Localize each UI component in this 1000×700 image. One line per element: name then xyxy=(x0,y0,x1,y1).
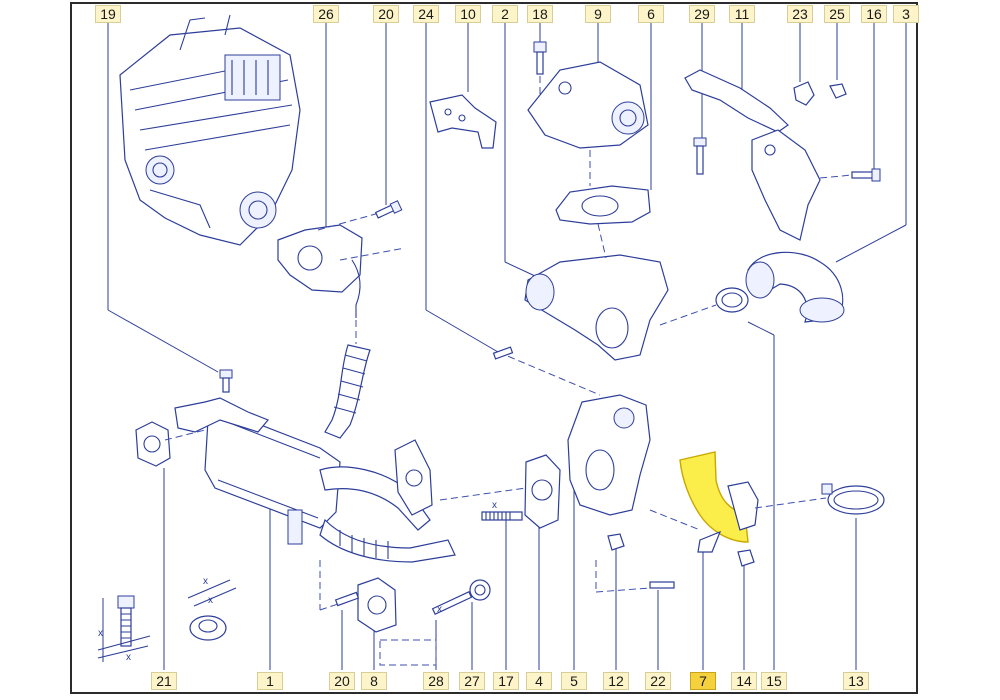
part-13-clamp xyxy=(821,483,885,515)
callout-24: 24 xyxy=(413,5,439,23)
callout-4: 4 xyxy=(526,672,552,690)
callout-8: 8 xyxy=(361,672,387,690)
part-23-clip xyxy=(793,81,815,106)
callout-7-highlighted: 7 xyxy=(690,672,716,690)
part-7-hose-highlighted xyxy=(679,451,827,553)
part-27-nut xyxy=(469,579,491,601)
x-mark: x xyxy=(492,500,497,511)
engine-assembly xyxy=(119,14,301,246)
callout-3: 3 xyxy=(893,5,919,23)
part-4-gasket xyxy=(439,454,561,529)
part-17-stud xyxy=(481,511,523,521)
x-mark: x xyxy=(98,628,103,639)
top-leader-lines xyxy=(107,20,907,373)
part-14-nut xyxy=(737,549,755,567)
part-18-bolt xyxy=(533,41,547,115)
callout-23: 23 xyxy=(787,5,813,23)
part-26-throttle xyxy=(277,209,406,318)
part-11-bracket xyxy=(684,69,821,241)
part-10-bracket xyxy=(429,94,497,149)
callout-1: 1 xyxy=(257,672,283,690)
x-mark: x xyxy=(203,576,208,587)
callout-21: 21 xyxy=(151,672,177,690)
callout-5: 5 xyxy=(561,672,587,690)
part-1-egr-cooler xyxy=(174,397,456,563)
part-16-bolt xyxy=(819,168,881,182)
part-28-stud xyxy=(379,591,473,666)
callout-20: 20 xyxy=(373,5,399,23)
callout-2: 2 xyxy=(492,5,518,23)
part-6-gasket xyxy=(555,185,651,225)
callout-19: 19 xyxy=(95,5,121,23)
callout-25: 25 xyxy=(824,5,850,23)
part-15-clamp xyxy=(659,287,749,326)
callout-10: 10 xyxy=(455,5,481,23)
callout-16: 16 xyxy=(861,5,887,23)
callout-17: 17 xyxy=(493,672,519,690)
part-19-bolt xyxy=(219,369,233,393)
callout-6: 6 xyxy=(638,5,664,23)
callout-22: 22 xyxy=(645,672,671,690)
callout-11: 11 xyxy=(729,5,755,23)
part-24-bolt xyxy=(492,346,514,360)
part-22-bolt xyxy=(595,560,675,593)
callout-26: 26 xyxy=(313,5,339,23)
bottom-leader-lines xyxy=(163,321,857,670)
callout-20: 20 xyxy=(329,672,355,690)
part-flange xyxy=(394,439,433,516)
part-8-gasket xyxy=(357,577,397,633)
part-2-housing xyxy=(497,150,669,396)
callout-27: 27 xyxy=(459,672,485,690)
x-mark: x xyxy=(437,604,442,615)
part-21-gasket xyxy=(135,421,206,467)
callout-15: 15 xyxy=(761,672,787,690)
part-20-bolt-top xyxy=(374,200,403,219)
part-9-egr-valve xyxy=(527,61,649,149)
dimension-x-labels: x x x x x x xyxy=(98,500,497,663)
callout-13: 13 xyxy=(843,672,869,690)
corrugated-hose xyxy=(324,320,371,439)
part-29-bolt xyxy=(693,137,707,175)
part-3-pipe xyxy=(745,251,845,323)
callout-14: 14 xyxy=(731,672,757,690)
x-mark: x xyxy=(126,652,131,663)
callout-28: 28 xyxy=(423,672,449,690)
dimension-symbols xyxy=(97,579,237,662)
callout-9: 9 xyxy=(585,5,611,23)
part-20-bolt-bottom xyxy=(319,560,360,611)
part-25-nut xyxy=(829,83,847,99)
part-12-nut xyxy=(607,533,625,551)
callout-29: 29 xyxy=(689,5,715,23)
x-mark: x xyxy=(208,595,213,606)
callout-12: 12 xyxy=(603,672,629,690)
part-5-valve-body xyxy=(567,394,701,531)
callout-18: 18 xyxy=(527,5,553,23)
